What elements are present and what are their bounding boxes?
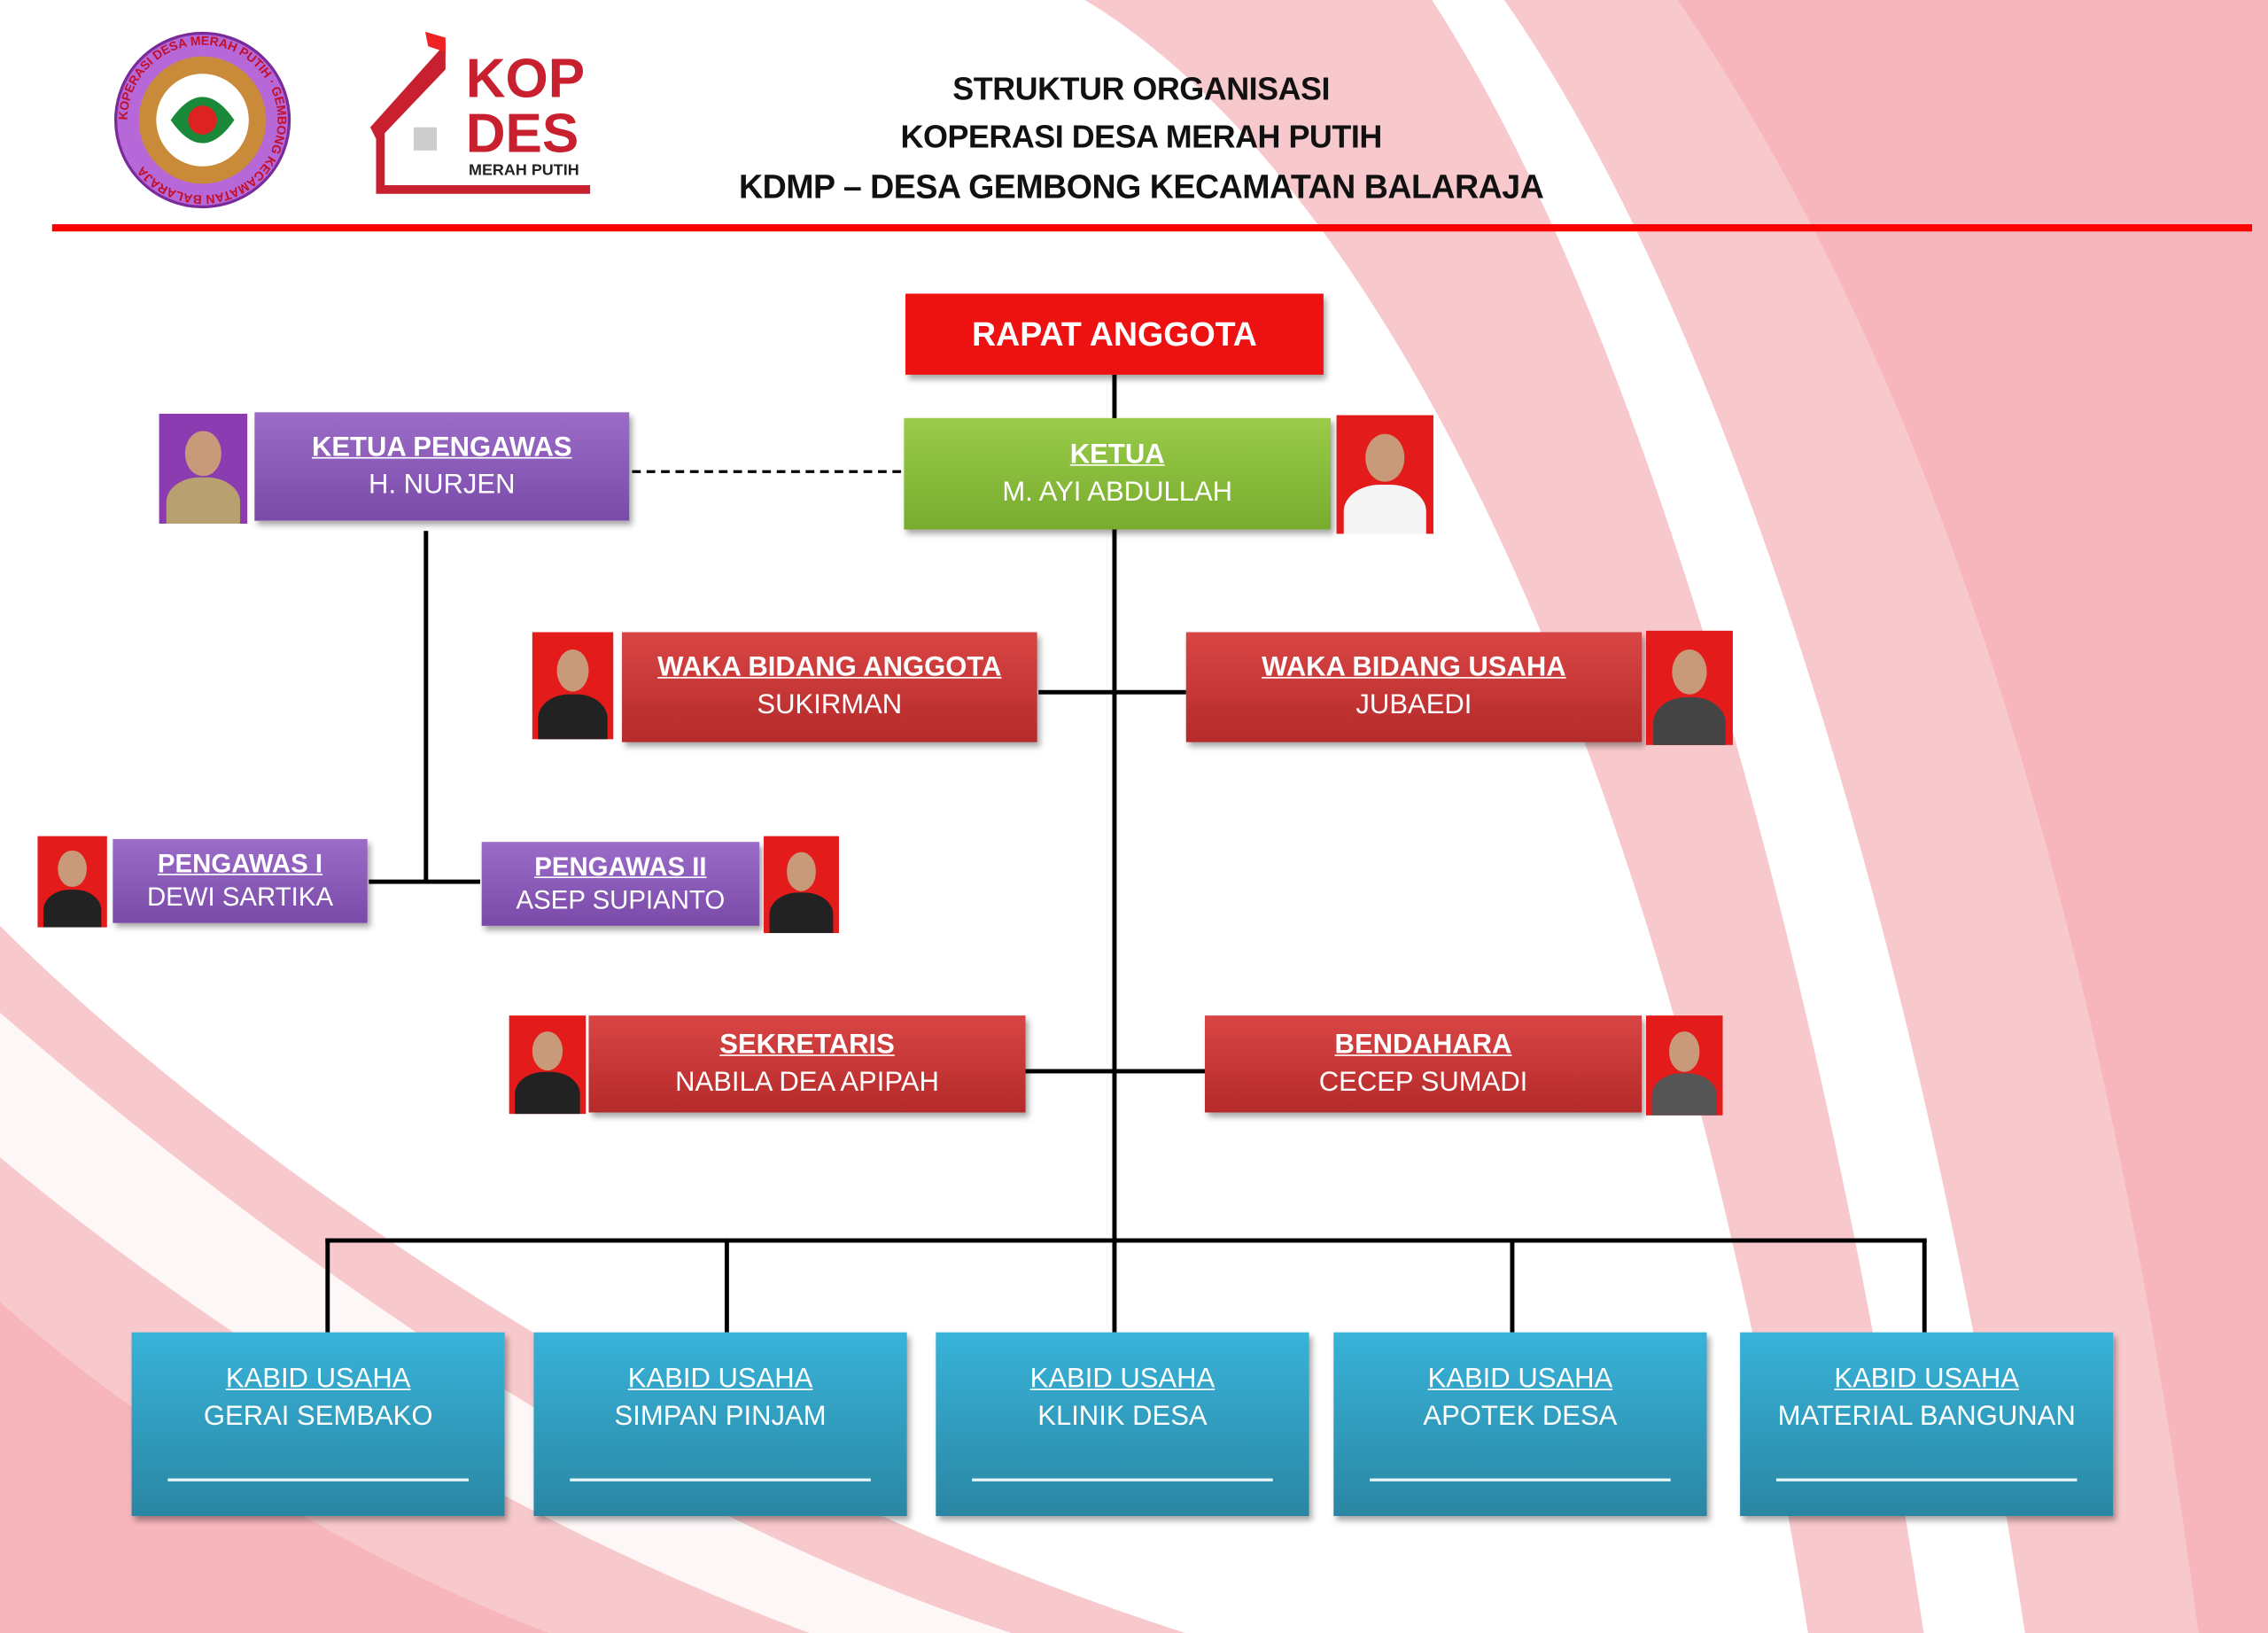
ketua-box: KETUA M. AYI ABDULLAH	[904, 417, 1332, 530]
role-label: WAKA BIDANG USAHA	[1262, 652, 1566, 683]
dashed-connector	[632, 470, 902, 473]
bendahara-box: BENDAHARA CECEP SUMADI	[1204, 1015, 1643, 1113]
unit-name: GERAI SEMBAKO	[203, 1402, 433, 1433]
sekretaris-box: SEKRETARIS NABILA DEA APIPAH	[588, 1015, 1026, 1113]
waka-usaha-box: WAKA BIDANG USAHA JUBAEDI	[1185, 632, 1643, 743]
person-name: DEWI SARTIKA	[146, 882, 334, 912]
unit-name: KLINIK DESA	[1037, 1402, 1208, 1433]
kabid-box-klinik-desa: KABID USAHA KLINIK DESA	[936, 1332, 1309, 1517]
kabid-box-simpan-pinjam: KABID USAHA SIMPAN PINJAM	[533, 1332, 907, 1517]
waka-usaha-photo	[1645, 630, 1733, 745]
sekben-horizontal-line	[1025, 1069, 1205, 1074]
logo-sub-text: MERAH PUTIH	[468, 161, 579, 180]
role-label: KABID USAHA	[1029, 1364, 1216, 1395]
kabid-drop-line	[325, 1238, 330, 1333]
logo-des-text: DES	[465, 104, 579, 166]
person-name: M. AYI ABDULLAH	[1002, 476, 1233, 508]
unit-name: SIMPAN PINJAM	[614, 1402, 827, 1433]
kabid-drop-line	[1510, 1238, 1515, 1333]
role-label: BENDAHARA	[1334, 1029, 1512, 1060]
unit-name: APOTEK DESA	[1423, 1402, 1618, 1433]
rapat-anggota-label: RAPAT ANGGOTA	[971, 315, 1257, 353]
role-label: KABID USAHA	[225, 1364, 411, 1395]
name-blank-line	[570, 1478, 871, 1481]
ketua-pengawas-photo	[159, 413, 248, 525]
kabid-box-material-bangunan: KABID USAHA MATERIAL BANGUNAN	[1740, 1332, 2114, 1517]
role-label: KABID USAHA	[627, 1364, 813, 1395]
pengawas-2-photo	[764, 836, 839, 934]
role-label: SEKRETARIS	[719, 1029, 895, 1060]
kopdes-logo: KOP DES MERAH PUTIH	[359, 26, 597, 199]
person-name: H. NURJEN	[369, 469, 516, 501]
kabid-box-apotek-desa: KABID USAHA APOTEK DESA	[1333, 1332, 1707, 1517]
role-label: KABID USAHA	[1834, 1364, 2019, 1395]
role-label: PENGAWAS II	[534, 851, 707, 882]
title-line-2: KOPERASI DESA MERAH PUTIH	[900, 118, 1383, 155]
role-label: KETUA PENGAWAS	[311, 432, 572, 463]
role-label: WAKA BIDANG ANGGOTA	[657, 652, 1002, 683]
name-blank-line	[972, 1478, 1273, 1481]
person-name: SUKIRMAN	[757, 689, 903, 721]
role-label: KETUA	[1069, 439, 1165, 470]
person-name: JUBAEDI	[1355, 689, 1472, 721]
main-vertical-line	[1112, 374, 1117, 1333]
name-blank-line	[1370, 1478, 1671, 1481]
logo-kop-text: KOP	[465, 49, 586, 111]
name-blank-line	[1775, 1478, 2078, 1481]
kabid-drop-line	[724, 1238, 729, 1333]
sekretaris-photo	[509, 1015, 586, 1115]
bendahara-photo	[1645, 1015, 1723, 1116]
kabid-box-gerai-sembako: KABID USAHA GERAI SEMBAKO	[131, 1332, 505, 1517]
pengawas-horizontal-line	[369, 879, 481, 884]
ketua-photo	[1336, 415, 1433, 534]
pengawas-2-box: PENGAWAS II ASEP SUPIANTO	[481, 842, 760, 926]
title-line-1: STRUKTUR ORGANISASI	[952, 70, 1331, 107]
role-label: KABID USAHA	[1427, 1364, 1613, 1395]
waka-horizontal-line	[1038, 689, 1186, 695]
name-blank-line	[167, 1478, 469, 1481]
role-label: PENGAWAS I	[157, 849, 323, 879]
waka-anggota-box: WAKA BIDANG ANGGOTA SUKIRMAN	[622, 632, 1037, 743]
person-name: ASEP SUPIANTO	[516, 885, 726, 914]
person-name: NABILA DEA APIPAH	[675, 1067, 939, 1098]
pengawas-vertical-line	[423, 531, 429, 883]
kabid-horizontal-line	[325, 1238, 1927, 1243]
header-divider	[51, 224, 2253, 232]
person-name: CECEP SUMADI	[1318, 1067, 1528, 1098]
unit-name: MATERIAL BANGUNAN	[1777, 1402, 2076, 1433]
rapat-anggota-box: RAPAT ANGGOTA	[905, 293, 1324, 375]
ketua-pengawas-box: KETUA PENGAWAS H. NURJEN	[254, 412, 630, 521]
kabid-drop-line	[1922, 1238, 1927, 1333]
title-line-3: KDMP – DESA GEMBONG KECAMATAN BALARAJA	[738, 167, 1544, 206]
waka-anggota-photo	[532, 632, 614, 740]
koperasi-seal-logo: KOPERASI DESA MERAH PUTIH · GEMBONG KECA…	[113, 30, 291, 209]
pengawas-1-photo	[37, 836, 107, 928]
